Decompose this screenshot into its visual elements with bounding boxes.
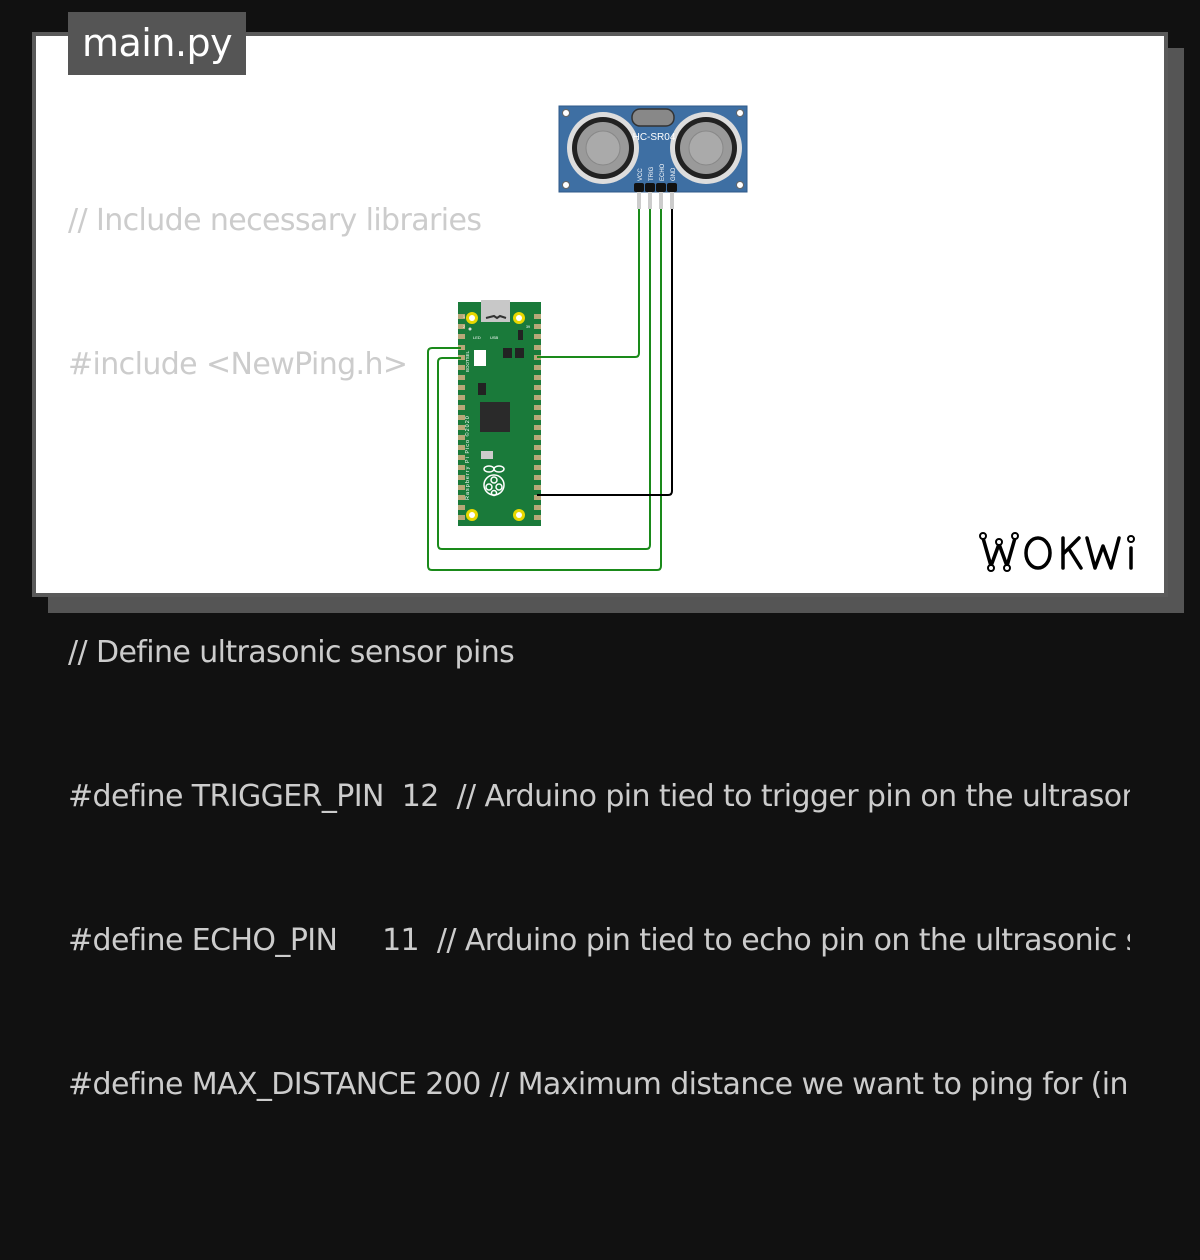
wire-gnd [537, 209, 673, 496]
code-line [68, 1205, 1130, 1253]
svg-text:ECHO: ECHO [660, 163, 666, 181]
svg-text:1: 1 [463, 315, 465, 319]
svg-text:USB: USB [490, 335, 499, 340]
sensor-pin-header [634, 183, 677, 209]
pico-pins-right [534, 314, 541, 520]
wire-trig [437, 209, 651, 550]
svg-text:BOOTSEL: BOOTSEL [465, 350, 470, 372]
svg-text:WOKWI: WOKWI [975, 528, 979, 529]
sensor-label: HC-SR04 [633, 132, 676, 143]
code-line: #define TRIGGER_PIN 12 // Arduino pin ti… [68, 779, 1130, 814]
file-tab[interactable]: main.py [68, 12, 247, 75]
wire-vcc [537, 209, 640, 358]
circuit-diagram: HC-SR04 VCC TRIG ECHO GND [427, 105, 748, 571]
svg-text:2: 2 [463, 325, 465, 329]
transducer-right [670, 112, 742, 184]
transducer-left [567, 112, 639, 184]
code-line: #define ECHO_PIN 11 // Arduino pin tied … [68, 923, 1130, 958]
svg-text:LED: LED [473, 335, 481, 340]
svg-text:GND: GND [671, 167, 677, 181]
code-line: #include <NewPing.h> [68, 347, 408, 382]
svg-text:VCC: VCC [638, 168, 644, 181]
wires [427, 209, 673, 571]
pico-silkscreen: Raspberry Pi Pico ©2020 [464, 415, 471, 500]
wokwi-logo: WOKWI [975, 528, 1135, 572]
svg-text:39: 39 [526, 325, 530, 329]
raspberry-logo-icon [483, 465, 505, 497]
pico-pins-left [458, 314, 465, 520]
raspberry-pi-pico[interactable]: Raspberry Pi Pico ©2020 BOOTSEL LED USB … [458, 300, 541, 526]
hc-sr04-sensor[interactable]: HC-SR04 VCC TRIG ECHO GND [558, 105, 748, 209]
code-line: // Include necessary libraries [68, 203, 482, 238]
wire-echo [427, 209, 662, 571]
code-line: // Define ultrasonic sensor pins [68, 635, 515, 670]
code-line: #define MAX_DISTANCE 200 // Maximum dist… [68, 1067, 1128, 1102]
svg-text:TRIG: TRIG [649, 166, 655, 181]
